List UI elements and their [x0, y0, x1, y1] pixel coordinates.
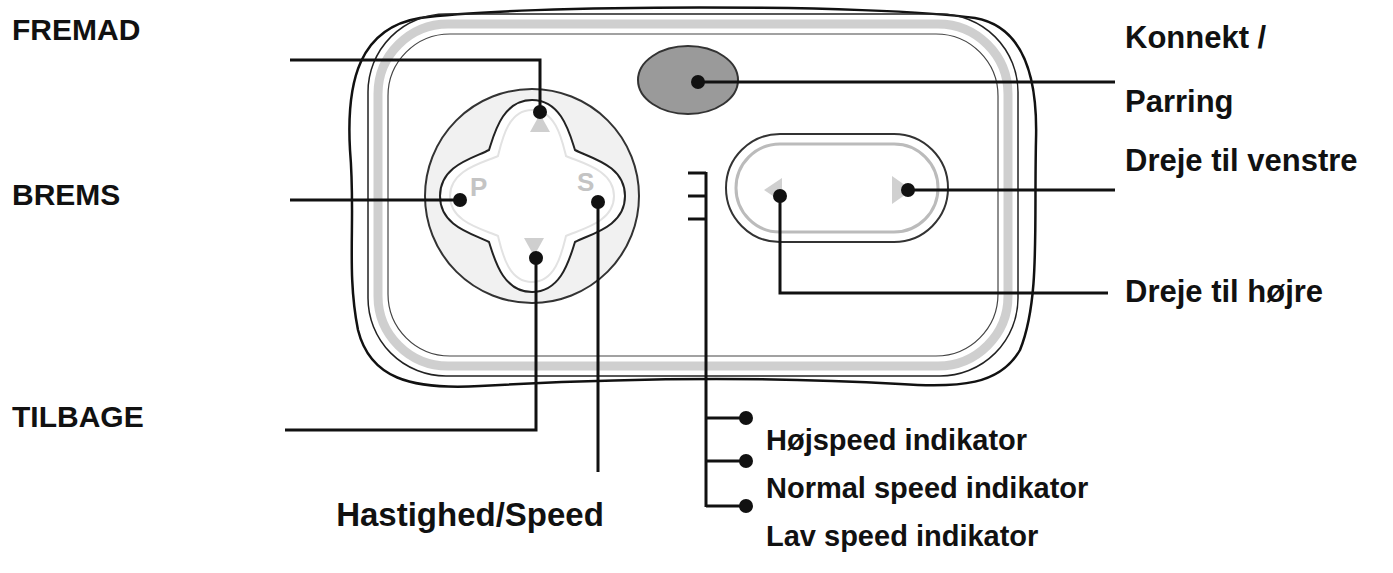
button-letter: P [470, 173, 487, 203]
part-label: Dreje til venstre [1125, 143, 1358, 179]
part-label: Hastighed/Speed [336, 496, 604, 534]
indicator-label: Normal speed indikator [766, 472, 1088, 505]
part-label: TILBAGE [12, 400, 144, 435]
dpad-ring [425, 89, 639, 303]
leader-lines [285, 60, 1115, 472]
housing-edge [368, 14, 1018, 376]
button-letter: S [577, 168, 594, 198]
connect-button [638, 46, 738, 114]
indicator-label: Lav speed indikator [766, 520, 1038, 553]
part-label: Dreje til højre [1125, 274, 1323, 310]
indicator-leaders [688, 172, 746, 507]
turn-pill [726, 134, 948, 242]
part-label: BREMS [12, 178, 120, 213]
turn-pill-inner [736, 144, 938, 232]
part-label: FREMAD [12, 13, 140, 48]
indicator-label: Højspeed indikator [766, 424, 1027, 457]
dpad-cross-inner [450, 110, 614, 282]
housing-band [378, 24, 1008, 366]
remote-housing [349, 8, 1036, 387]
part-label: Konnekt / Parring [1125, 6, 1300, 134]
